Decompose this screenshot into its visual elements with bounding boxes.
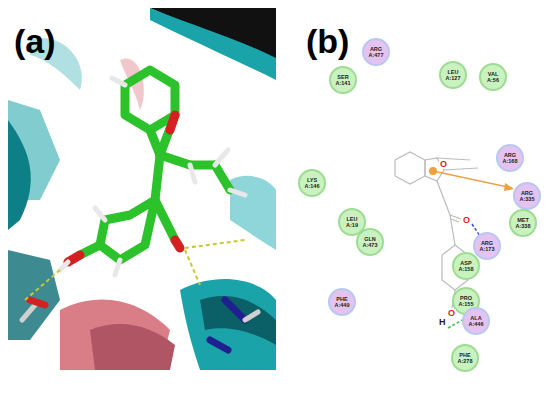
residue-label: VAL A:56 [483,71,503,84]
residue-circle: ARG A:168 [496,144,524,172]
residue-circle: ARG A:335 [513,182,541,210]
atom-label: O [462,216,471,225]
label-b: (b) [306,24,349,58]
residue-label: LEU A:127 [443,69,463,82]
residue-circle: ASP A:158 [452,252,480,280]
residue-label: MET A:338 [513,217,533,230]
residue-label: LEU A:19 [342,216,362,229]
residue-label: PHE A:278 [455,352,475,365]
residue-label: GLN A:473 [360,236,380,249]
atom-label: O [439,160,448,169]
residue-circle: MET A:338 [509,209,537,237]
residue-circle: PHE A:278 [451,344,479,372]
residue-circle: VAL A:56 [479,63,507,91]
residue-label: PRO A:155 [456,295,476,308]
residue-circle: GLN A:473 [356,228,384,256]
atom-label: O [447,309,456,318]
residue-label: ARG A:173 [477,240,497,253]
ligand-structure [395,152,478,308]
residue-label: ALA A:446 [466,315,486,328]
residue-circle: PHE A:449 [328,288,356,316]
residue-label: PHE A:449 [332,296,352,309]
atom-label: H [438,318,447,327]
residue-label: ARG A:335 [517,190,537,203]
interaction-lines [429,167,514,328]
residue-circle: LYS A:146 [298,169,326,197]
label-a: (a) [14,24,56,58]
protein-render [8,8,276,370]
residue-circle: ARG A:173 [473,232,501,260]
residue-label: SER A:141 [333,74,353,87]
residue-label: ASP A:158 [456,260,476,273]
residue-circle: ARG A:477 [362,38,390,66]
residue-circle: LEU A:127 [439,61,467,89]
residue-label: LYS A:146 [302,177,322,190]
residue-circle: ALA A:446 [462,307,490,335]
residue-circle: SER A:141 [329,66,357,94]
residue-label: ARG A:477 [366,46,386,59]
residue-label: ARG A:168 [500,152,520,165]
